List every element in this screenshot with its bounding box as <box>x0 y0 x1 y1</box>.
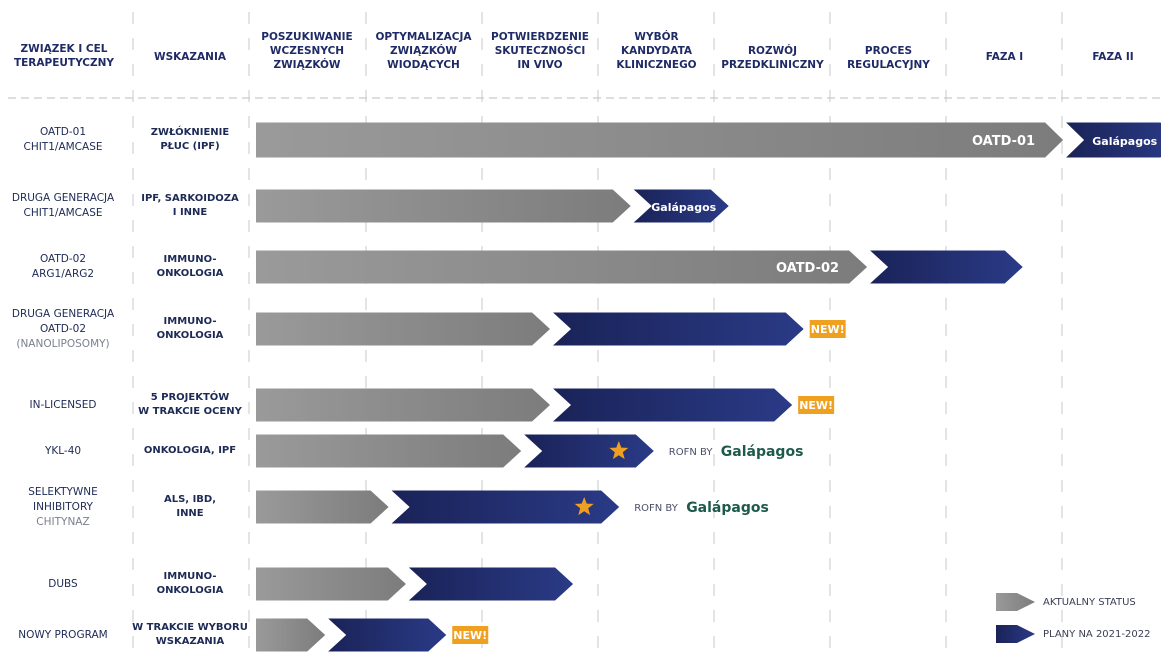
partner-logo-galapagos: Galápagos <box>686 500 769 516</box>
compound-main: SELEKTYWNE <box>28 485 98 498</box>
new-badge <box>452 626 489 644</box>
partner-logo-galapagos: Galápagos <box>651 201 716 214</box>
indication-label: ZWŁÓKNIENIE PŁUC (IPF) <box>150 127 230 152</box>
bar-current-status <box>256 388 551 422</box>
compound-main: DRUGA GENERACJA <box>11 192 115 204</box>
compound-main: DRUGA GENERACJA <box>11 307 115 320</box>
compound-main: OATD-02 <box>39 253 87 265</box>
indication-label: W TRAKCIE WYBORU WSKAZANIA <box>132 622 248 647</box>
new-badge <box>809 320 846 338</box>
bar-current-label: OATD-01 <box>972 134 1035 149</box>
indication-label: IMMUNO- ONKOLOGIA <box>156 316 224 341</box>
compound-label: DUBS <box>0 577 126 592</box>
bar-planned <box>391 490 620 524</box>
compound-main: OATD-01 <box>39 126 87 138</box>
compound-label: DRUGA GENERACJA OATD-02 (NANOLIPOSOMY) <box>0 307 126 352</box>
indication-label: IPF, SARKOIDOZA I INNE <box>141 193 239 218</box>
indication-label: IMMUNO- ONKOLOGIA <box>156 571 224 596</box>
star-icon <box>609 441 629 460</box>
indication-label: ALS, IBD, INNE <box>163 494 217 519</box>
legend-plan-label: PLANY NA 2021-2022 <box>1043 629 1151 640</box>
compound-main: YKL-40 <box>44 444 82 457</box>
bar-current-status <box>256 189 631 223</box>
compound-target: CHIT1/AMCASE <box>23 141 103 153</box>
compound-main: IN-LICENSED <box>29 398 97 411</box>
header-stage-optimization: OPTYMALIZACJA ZWIĄZKÓW WIODĄCYCH <box>375 31 472 71</box>
bar-planned <box>553 312 804 346</box>
compound-main: NOWY PROGRAM <box>18 628 108 641</box>
bar-planned <box>870 250 1023 284</box>
compound-target: OATD-02 <box>39 322 87 335</box>
bar-planned <box>553 388 793 422</box>
header-compound: ZWIĄZEK I CEL TERAPEUTYCZNY <box>13 43 115 69</box>
legend-plan-swatch <box>996 625 1035 643</box>
indication-label: IMMUNO- ONKOLOGIA <box>156 254 224 279</box>
indication-label: 5 PROJEKTÓW W TRAKCIE OCENY <box>138 392 242 417</box>
header-stage-preclinical: ROZWÓJ PRZEDKLINICZNY <box>721 45 824 71</box>
bar-current-label: OATD-02 <box>776 261 839 276</box>
header-indications: WSKAZANIA <box>154 51 226 63</box>
compound-label: DRUGA GENERACJA CHIT1/AMCASE <box>0 191 126 221</box>
header-phase-1: FAZA I <box>985 51 1024 63</box>
bar-current-status <box>256 434 522 468</box>
rofn-label: ROFN BY <box>669 447 714 458</box>
new-badge-text: NEW! <box>453 629 487 642</box>
new-badge <box>798 396 835 414</box>
compound-label: SELEKTYWNE INHIBITORY CHITYNAZ <box>0 485 126 530</box>
new-badge-text: NEW! <box>811 323 845 336</box>
bar-current-status <box>256 312 551 346</box>
bar-current-status <box>256 250 868 284</box>
header-stage-invivo: POTWIERDZENIE SKUTECZNOŚCI IN VIVO <box>491 31 589 71</box>
bar-planned <box>524 434 654 468</box>
legend-current-label: AKTUALNY STATUS <box>1043 597 1136 608</box>
compound-target: INHIBITORY <box>33 500 93 513</box>
indication-label: ONKOLOGIA, IPF <box>143 445 237 456</box>
bar-planned <box>633 189 729 223</box>
partner-logo-galapagos: Galápagos <box>1092 135 1157 148</box>
compound-target: CHIT1/AMCASE <box>23 207 103 219</box>
header-stage-candidate: WYBÓR KANDYDATA KLINICZNEGO <box>616 31 697 71</box>
compound-extra: CHITYNAZ <box>36 515 90 528</box>
compound-extra: (NANOLIPOSOMY) <box>16 337 110 350</box>
header-stage-regulatory: PROCES REGULACYJNY <box>847 45 930 71</box>
bar-planned <box>1066 122 1161 158</box>
legend-current-swatch <box>996 593 1035 611</box>
compound-target: ARG1/ARG2 <box>31 268 95 280</box>
compound-label: YKL-40 <box>0 444 126 459</box>
header-phase-2: FAZA II <box>1092 51 1134 63</box>
bar-planned <box>328 618 447 652</box>
bar-current-status <box>256 567 406 601</box>
new-badge-text: NEW! <box>799 399 833 412</box>
bar-planned <box>408 567 574 601</box>
rofn-label: ROFN BY <box>634 503 679 514</box>
compound-label: NOWY PROGRAM <box>0 628 126 643</box>
header-stage-discovery: POSZUKIWANIE WCZESNYCH ZWIĄZKÓW <box>261 31 353 71</box>
partner-logo-galapagos: Galápagos <box>721 444 804 460</box>
bar-current-status <box>256 490 389 524</box>
star-icon <box>574 497 594 516</box>
compound-label: IN-LICENSED <box>0 398 126 413</box>
bar-current-status <box>256 618 326 652</box>
bar-current-status <box>256 122 1064 158</box>
compound-main: DUBS <box>48 577 78 590</box>
